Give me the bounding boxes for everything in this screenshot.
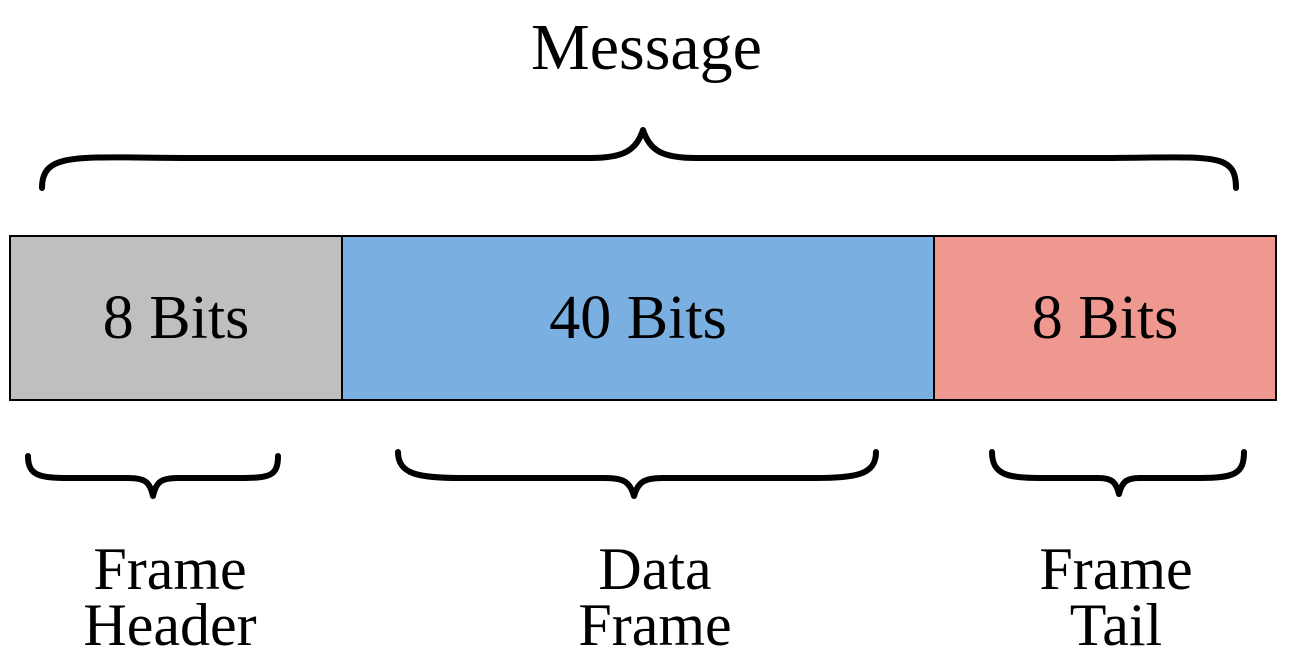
frame-header-label-line1: Frame [93,536,247,602]
frame-tail-label-line1: Frame [1039,536,1193,602]
frame-structure-bar: 8 Bits 40 Bits 8 Bits [9,235,1277,401]
frame-tail-bits: 8 Bits [1031,283,1179,352]
frame-tail-label-line2: Tail [1069,592,1163,658]
frame-tail-segment: 8 Bits [935,237,1275,399]
message-title: Message [531,11,762,84]
data-frame-bits: 40 Bits [549,283,727,352]
frame-header-bits: 8 Bits [102,283,250,352]
frame-header-label-line2: Header [83,592,257,658]
data-frame-label-line2: Frame [578,592,732,658]
data-frame-segment: 40 Bits [343,237,935,399]
data-frame-label: Data Frame [495,536,815,658]
data-frame-label-line1: Data [598,536,712,602]
frame-header-label: Frame Header [10,536,330,658]
frame-header-segment: 8 Bits [11,237,343,399]
frame-tail-label: Frame Tail [956,536,1276,658]
